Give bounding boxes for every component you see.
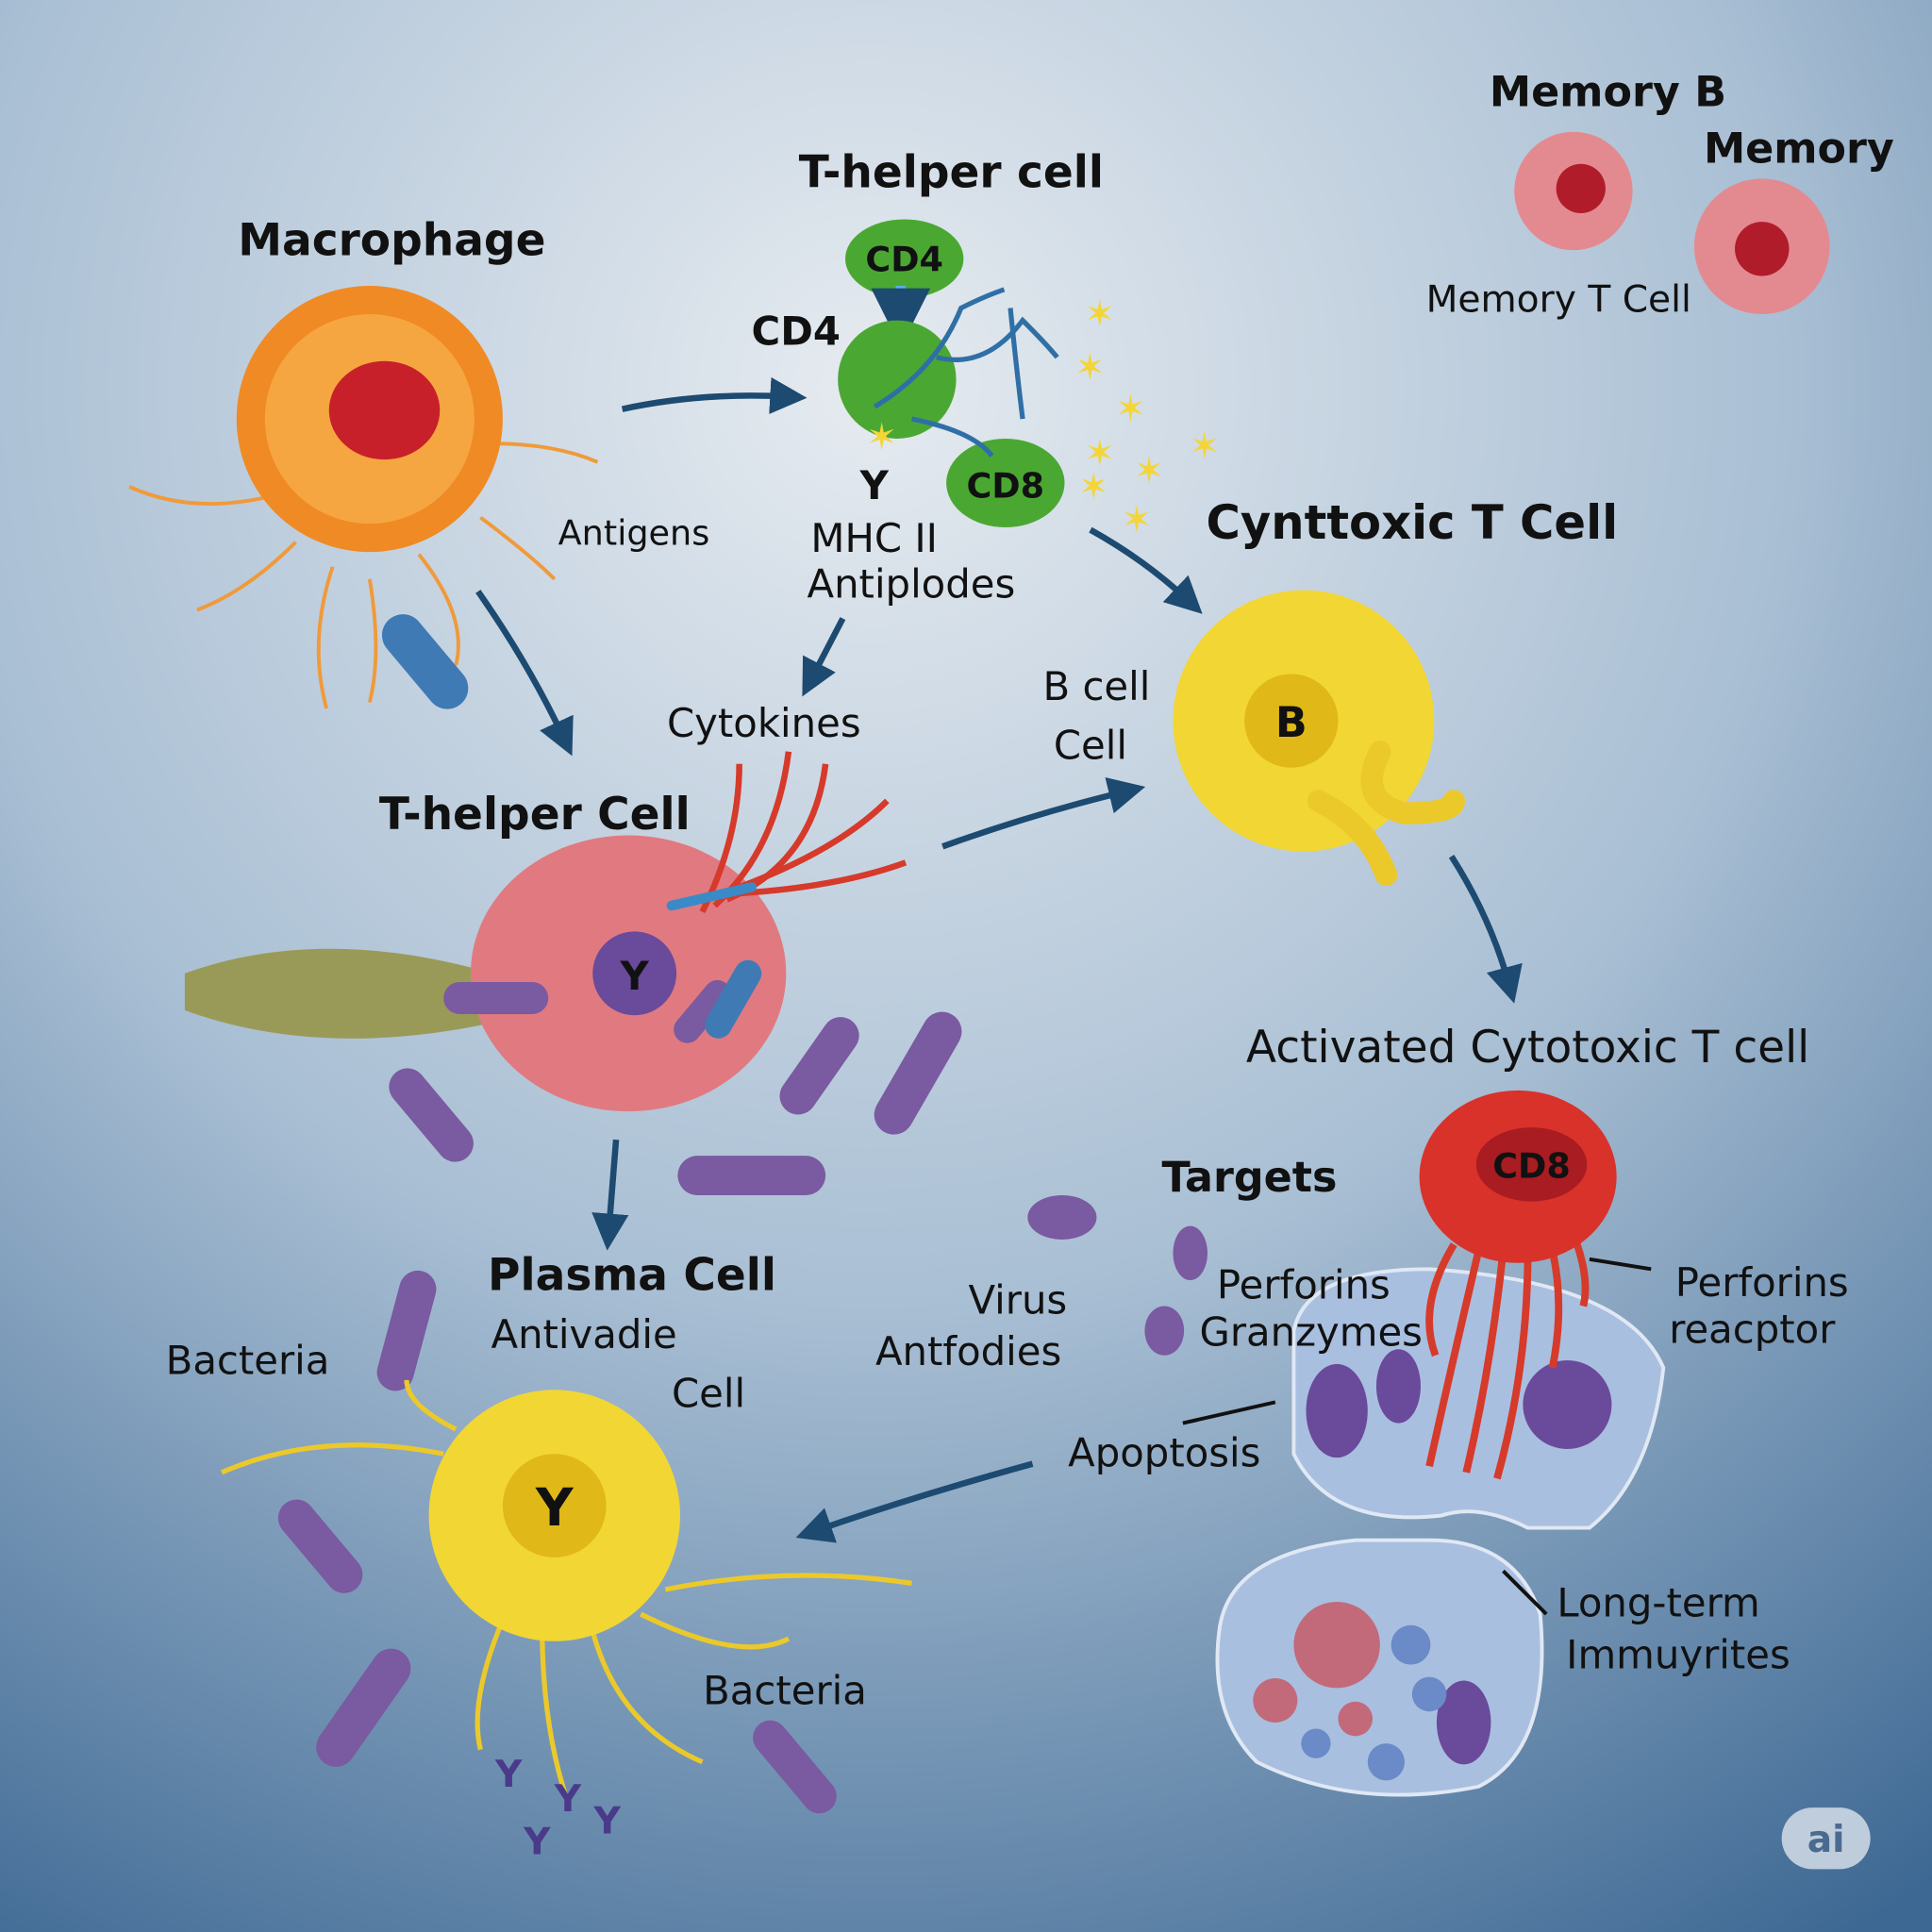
targets-label: Targets bbox=[1161, 1154, 1337, 1202]
cytokines-label: Cytokines bbox=[667, 700, 861, 746]
plasma-sub-2: Cell bbox=[672, 1371, 745, 1417]
arrow-to-bcell bbox=[941, 777, 1146, 850]
mhc-label-1: MHC II bbox=[810, 515, 938, 561]
labels: Macrophage T-helper cell CD4 Antigens MH… bbox=[166, 68, 1894, 1713]
svg-text:✶: ✶ bbox=[1134, 450, 1165, 492]
watermark-badge: ai bbox=[1781, 1807, 1871, 1870]
b-cell-label-2: Cell bbox=[1054, 723, 1127, 769]
memory-b-label: Memory B bbox=[1490, 68, 1726, 116]
antigens-label: Antigens bbox=[558, 512, 710, 553]
memory-cells bbox=[1514, 131, 1830, 315]
perforins-right-1: Perforins bbox=[1675, 1259, 1849, 1306]
y-mid-letter: Y bbox=[620, 953, 650, 999]
perforins-label-2: Granzymes bbox=[1199, 1308, 1422, 1355]
arrow-thelper-to-plasma bbox=[591, 1139, 629, 1251]
svg-text:Y: Y bbox=[494, 1754, 523, 1796]
watermark-text: ai bbox=[1807, 1819, 1845, 1861]
apoptosis-label: Apoptosis bbox=[1068, 1429, 1260, 1475]
macrophage-cell bbox=[128, 286, 599, 709]
svg-text:Y: Y bbox=[554, 1778, 582, 1821]
virus-label-2: Antfodies bbox=[875, 1328, 1061, 1374]
bacterium bbox=[381, 614, 469, 709]
y-antibody-icon: Y bbox=[859, 462, 890, 508]
svg-text:✶: ✶ bbox=[1084, 433, 1115, 475]
svg-text:Y: Y bbox=[593, 1801, 622, 1843]
arrow-macrophage-down bbox=[475, 590, 574, 757]
bacteria-bottom-label: Bacteria bbox=[703, 1667, 867, 1713]
arrow-bcell-to-activated bbox=[1448, 854, 1523, 1004]
svg-text:✶: ✶ bbox=[1084, 293, 1115, 336]
arrow-to-cytotoxic bbox=[1089, 526, 1203, 614]
cd4-top-label: CD4 bbox=[865, 239, 943, 279]
longterm-label-2: Immuyrites bbox=[1566, 1631, 1790, 1677]
bacteria-group bbox=[277, 959, 1208, 1814]
arrow-macrophage-to-thelper bbox=[621, 376, 808, 415]
arrows bbox=[475, 376, 1523, 1543]
memory-label: Memory bbox=[1704, 125, 1894, 173]
bacteria-left-label: Bacteria bbox=[166, 1337, 330, 1383]
memory-t-label: Memory T Cell bbox=[1426, 278, 1691, 321]
cd8-top-label: CD8 bbox=[966, 466, 1044, 507]
perforins-right-2: reacptor bbox=[1669, 1307, 1836, 1353]
t-helper-top-cell: Y CD4 CD8 bbox=[838, 219, 1065, 528]
activated-cytotoxic-cell: CD8 bbox=[1419, 1090, 1617, 1480]
svg-text:Y: Y bbox=[523, 1822, 551, 1864]
longterm-label-1: Long-term bbox=[1557, 1580, 1759, 1626]
cytokine-stars: ✶✶✶ ✶✶✶ ✶✶✶ bbox=[866, 293, 1220, 541]
t-helper-top-label: T-helper cell bbox=[799, 147, 1104, 199]
macrophage-label: Macrophage bbox=[238, 214, 545, 266]
b-cell-letter: B bbox=[1275, 699, 1307, 747]
t-helper-mid-cell: Y bbox=[184, 751, 908, 1112]
svg-text:✶: ✶ bbox=[1189, 425, 1220, 468]
plasma-sub-1: Antivadie bbox=[491, 1311, 676, 1357]
activated-label: Activated Cytotoxic T cell bbox=[1246, 1022, 1809, 1074]
t-helper-mid-label: T-helper Cell bbox=[379, 789, 691, 841]
svg-text:✶: ✶ bbox=[1074, 346, 1106, 389]
svg-text:✶: ✶ bbox=[1115, 389, 1146, 431]
perforins-label-1: Perforins bbox=[1217, 1262, 1391, 1308]
leader-lines bbox=[1182, 1257, 1652, 1616]
plasma-cell: Y bbox=[221, 1379, 912, 1800]
svg-text:✶: ✶ bbox=[1122, 499, 1153, 541]
plasma-label: Plasma Cell bbox=[488, 1250, 776, 1302]
arrow-mhc-to-cytokines bbox=[802, 617, 846, 697]
cd8-red-label: CD8 bbox=[1492, 1146, 1571, 1187]
svg-text:✶: ✶ bbox=[866, 417, 897, 459]
y-plasma-letter: Y bbox=[535, 1477, 575, 1538]
b-cell: B bbox=[1173, 590, 1465, 887]
cytotoxic-label: Cynttoxic T Cell bbox=[1207, 495, 1619, 550]
arrow-apoptosis-to-plasma bbox=[795, 1460, 1034, 1543]
virus-label-1: Virus bbox=[969, 1276, 1068, 1323]
cd4-left-label: CD4 bbox=[752, 308, 841, 355]
svg-text:✶: ✶ bbox=[1078, 466, 1109, 508]
b-cell-label-1: B cell bbox=[1043, 663, 1151, 709]
mhc-label-2: Antiplodes bbox=[808, 560, 1016, 607]
